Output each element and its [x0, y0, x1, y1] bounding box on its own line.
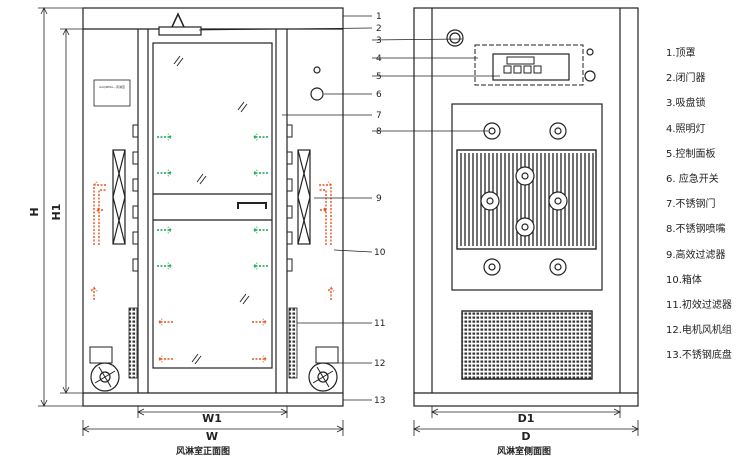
indicator-light-icon [313, 66, 321, 74]
side-cabinet-outline [413, 7, 639, 407]
stainless-door [152, 42, 273, 369]
legend-item-4: 4.照明灯 [666, 123, 706, 135]
nameplate-text: AAQ9E0A...风淋室 [99, 84, 125, 89]
callout-1: 1 [376, 12, 382, 22]
legend-item-11: 11.初效过滤器 [666, 299, 732, 311]
hepa-grille [456, 149, 597, 250]
callout-11: 11 [374, 319, 385, 329]
fan-motor-left-icon [89, 346, 120, 392]
return-air-vent [461, 310, 593, 380]
callout-8: 8 [376, 127, 382, 137]
door-handle [237, 202, 267, 209]
legend-item-6: 6. 应急开关 [666, 173, 719, 185]
front-cabinet-outline [82, 7, 344, 407]
airflow-red-arrows [90, 181, 335, 363]
control-display [492, 53, 570, 81]
legend-item-5: 5.控制面板 [666, 148, 716, 160]
grille-nozzles [480, 166, 568, 237]
legend-item-1: 1.顶罩 [666, 48, 696, 59]
callout-3: 3 [376, 36, 382, 46]
callout-10: 10 [374, 248, 386, 258]
nozzle-icons [483, 122, 567, 276]
front-dimensions [38, 7, 344, 436]
hepa-filter-left [112, 149, 126, 245]
legend-item-13: 13.不锈钢底盘 [666, 350, 732, 362]
dim-d1-label: D1 [518, 412, 535, 425]
callout-4: 4 [376, 54, 382, 64]
dim-h1-label: H1 [50, 204, 63, 221]
callout-13: 13 [374, 396, 385, 406]
legend-item-12: 12.电机风机组 [666, 325, 732, 337]
front-view [82, 7, 344, 407]
callout-12: 12 [374, 359, 385, 369]
side-dimensions [413, 406, 639, 436]
legend-item-9: 9.高效过滤器 [666, 249, 726, 261]
legend-item-3: 3.吸盘锁 [666, 98, 706, 110]
lighting-lamp-icon [586, 48, 594, 56]
legend-item-7: 7.不锈钢门 [666, 199, 716, 211]
hepa-filter-right [297, 149, 311, 245]
callout-2: 2 [376, 24, 382, 34]
dim-d-label: D [521, 430, 530, 443]
dim-w-label: W [206, 430, 218, 443]
legend-item-2: 2.闭门器 [666, 73, 706, 85]
side-view-caption: 风淋室侧面图 [497, 447, 552, 457]
nozzle-panel [451, 103, 603, 291]
control-panel [474, 44, 584, 86]
callout-7: 7 [376, 111, 382, 121]
primary-filter-right [288, 307, 298, 379]
emergency-switch-icon [310, 87, 324, 101]
fan-motor-right-icon [308, 346, 339, 392]
legend-item-10: 10.箱体 [666, 274, 702, 286]
nameplate [93, 79, 131, 107]
dim-h-label: H [28, 207, 41, 216]
callout-leaders [198, 15, 500, 401]
legend-item-8: 8.不锈钢喷嘴 [666, 224, 726, 236]
nozzle-strips [132, 124, 293, 272]
component-legend: 1.顶罩 2.闭门器 3.吸盘锁 4.照明灯 5.控制面板 6. 应急开关 7.… [666, 44, 750, 371]
dim-w1-label: W1 [202, 412, 222, 425]
primary-filter-left [128, 307, 138, 379]
callout-9: 9 [376, 194, 382, 204]
side-view [413, 7, 639, 407]
door-closer-icon [158, 12, 202, 36]
callout-5: 5 [376, 72, 382, 82]
front-view-caption: 风淋室正面图 [176, 447, 231, 457]
airflow-green-arrows [157, 133, 268, 270]
suction-lock-icon [446, 29, 464, 47]
side-switch-icon [584, 70, 596, 82]
callout-6: 6 [376, 90, 382, 100]
